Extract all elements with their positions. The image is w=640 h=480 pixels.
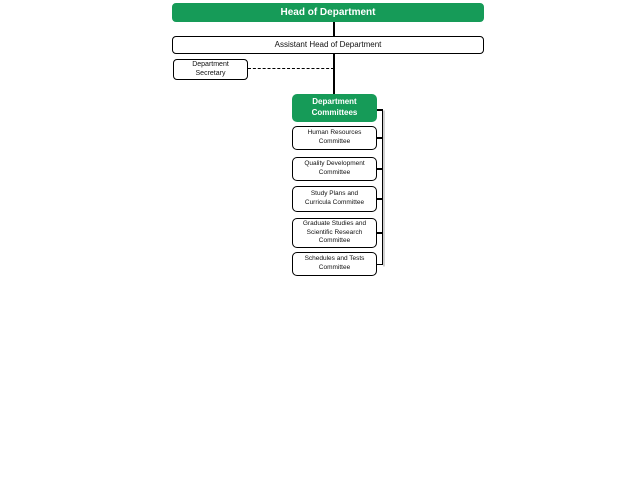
connector-stub-committee-2 bbox=[377, 168, 383, 170]
connector-committees-spine bbox=[381, 109, 383, 265]
node-head-of-department: Head of Department bbox=[172, 3, 484, 22]
node-assistant-head: Assistant Head of Department bbox=[172, 36, 484, 54]
node-department-secretary: Department Secretary bbox=[173, 59, 248, 80]
connector-stub-committee-3 bbox=[377, 198, 383, 200]
connector-stub-committee-1 bbox=[377, 137, 383, 139]
connector-head-to-assistant bbox=[333, 22, 335, 37]
node-department-committees: Department Committees bbox=[292, 94, 377, 122]
connector-secretary-dashed bbox=[248, 68, 334, 69]
connector-stub-committee-5 bbox=[377, 263, 383, 265]
connector-committees-elbow bbox=[377, 109, 383, 111]
node-committee-graduate-studies-research: Graduate Studies and Scientific Research… bbox=[292, 218, 377, 248]
connector-assistant-to-committees bbox=[333, 53, 335, 94]
node-committee-study-plans-curricula: Study Plans and Curricula Committee bbox=[292, 186, 377, 212]
node-committee-schedules-tests: Schedules and Tests Committee bbox=[292, 252, 377, 276]
node-committee-quality-development: Quality Development Committee bbox=[292, 157, 377, 181]
node-committee-human-resources: Human Resources Committee bbox=[292, 126, 377, 150]
connector-stub-committee-4 bbox=[377, 232, 383, 234]
